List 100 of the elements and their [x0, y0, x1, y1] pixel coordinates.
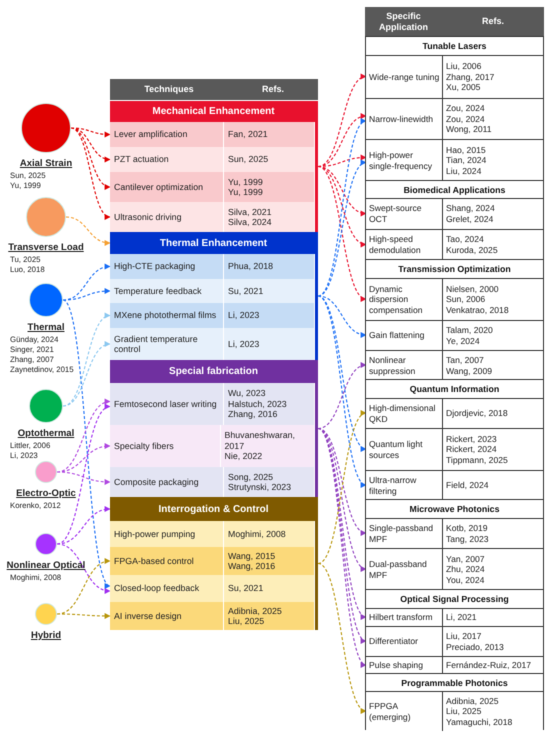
- reference-text: Li, 2021: [446, 612, 477, 623]
- application-text: Dynamic dispersion compensation: [369, 284, 424, 316]
- reference-text: Phua, 2018: [228, 261, 274, 272]
- arrow: [62, 288, 111, 301]
- circle-label: Transverse Load: [8, 242, 84, 253]
- circle-label: Electro-Optic: [16, 488, 76, 499]
- technique-text: AI inverse design: [114, 610, 182, 622]
- reference-text: Su, 2021: [228, 286, 264, 296]
- application-text: FPPGA (emerging): [369, 700, 412, 722]
- reference-text: Yu, 1999: [228, 187, 263, 198]
- category-header: Special fabrication: [110, 360, 317, 383]
- reference-text: Zhang, 2017: [446, 72, 494, 82]
- column-header: Refs.: [480, 16, 505, 27]
- column-header: Specific Application: [378, 11, 429, 32]
- application-text: High-dimensional QKD: [369, 402, 436, 424]
- reference-text: Grelet, 2024: [446, 214, 494, 225]
- reference-text: Song, 2025: [228, 472, 274, 482]
- reference-text: Li, 2023: [228, 338, 260, 350]
- technique-text: Gradient temperature control: [114, 334, 199, 354]
- reference-text: Tan, 2007: [446, 354, 485, 366]
- reference-text: Djordjevic, 2018: [446, 408, 508, 419]
- reference-text: Su, 2021: [228, 583, 264, 594]
- arrow: [56, 558, 111, 615]
- arrow: [56, 400, 111, 473]
- reference-text: Yu, 1999: [228, 176, 263, 187]
- reference-text: Liu, 2025: [228, 616, 266, 626]
- table-section: [365, 36, 544, 180]
- arrow: [56, 471, 111, 485]
- application-text: Wide-range tuning: [369, 72, 440, 82]
- table-row: [366, 548, 543, 590]
- arrow: [318, 166, 367, 216]
- technique-text: High-CTE packaging: [114, 261, 196, 272]
- reference-text: Zhang, 2016: [228, 409, 278, 420]
- table-row: [366, 198, 543, 229]
- reference-text: Silva, 2024: [228, 217, 272, 228]
- reference-text: Rickert, 2023: [446, 434, 498, 444]
- arrow: [318, 296, 366, 486]
- technique-text: Lever amplification: [114, 129, 188, 140]
- reference-text: Wang, 2016: [228, 561, 276, 572]
- reference-text: Tippmann, 2025: [446, 454, 508, 466]
- table-row: [366, 518, 543, 548]
- circle-label: Nonlinear Optical: [6, 560, 86, 571]
- reference-text: Nielsen, 2000: [446, 284, 500, 294]
- arrow: [70, 127, 111, 189]
- reference-text: Kuroda, 2025: [446, 245, 498, 256]
- table-row: [366, 320, 543, 350]
- arrow: [318, 296, 367, 450]
- table-row: [366, 139, 543, 181]
- application-text: Swept-source OCT: [369, 203, 423, 225]
- application-text: Single-passband MPF: [369, 522, 434, 544]
- arrow: [56, 406, 111, 544]
- arrow: [70, 127, 111, 162]
- table-row: [366, 229, 543, 260]
- table-row: [110, 575, 314, 602]
- reference-text: Wong, 2011: [446, 124, 492, 135]
- reference-text: Wu, 2023: [228, 388, 266, 399]
- table-row: [366, 608, 543, 626]
- arrow: [318, 114, 367, 168]
- arrow: [62, 342, 111, 407]
- table-row: [366, 656, 543, 674]
- column-header: Refs.: [260, 84, 285, 95]
- arrow: [70, 127, 111, 218]
- table-row: [366, 350, 543, 380]
- category-group: [110, 101, 318, 232]
- category-group: [110, 497, 318, 630]
- technique-text: Specialty fibers: [114, 440, 174, 452]
- category-group: [110, 360, 318, 497]
- table-section: [365, 499, 544, 589]
- table-row: [366, 398, 543, 428]
- reference-text: Tang, 2023: [446, 534, 489, 544]
- reference-text: Hao, 2015: [446, 144, 486, 156]
- reference-text: Talam, 2020: [446, 324, 493, 336]
- table-row: [366, 470, 543, 500]
- arrow: [318, 295, 367, 338]
- table-row: [110, 254, 314, 279]
- circle-label: Thermal: [28, 322, 64, 333]
- application-text: Dual-passband MPF: [369, 558, 428, 580]
- reference-text: Moghimi, 2008: [228, 528, 286, 540]
- table-row: [110, 602, 314, 630]
- technique-text: Closed-loop feedback: [114, 583, 200, 594]
- reference-text: Zou, 2024: [446, 114, 486, 124]
- reference-text: Zou, 2024: [446, 103, 486, 114]
- technique-text: Femtosecond laser writing: [114, 398, 217, 410]
- application-text: Ultra-narrow filtering: [369, 474, 418, 496]
- technique-text: Temperature feedback: [114, 286, 202, 296]
- table-row: [110, 547, 314, 575]
- application-text: Narrow-linewidth: [369, 114, 433, 124]
- category-header: Mechanical Enhancement: [110, 101, 317, 122]
- category-header: Thermal Enhancement: [110, 232, 317, 254]
- arrow: [66, 216, 111, 246]
- header-row: [110, 79, 318, 100]
- table-row: [366, 98, 543, 139]
- table-section: [365, 673, 544, 730]
- table-row: [366, 691, 543, 731]
- reference-text: Ye, 2024: [446, 336, 481, 346]
- reference-text: Wang, 2009: [446, 366, 492, 376]
- technique-text: PZT actuation: [114, 154, 169, 165]
- table-row: [110, 172, 314, 202]
- table-section: [365, 259, 544, 379]
- reference-text: Liu, 2006: [446, 61, 482, 72]
